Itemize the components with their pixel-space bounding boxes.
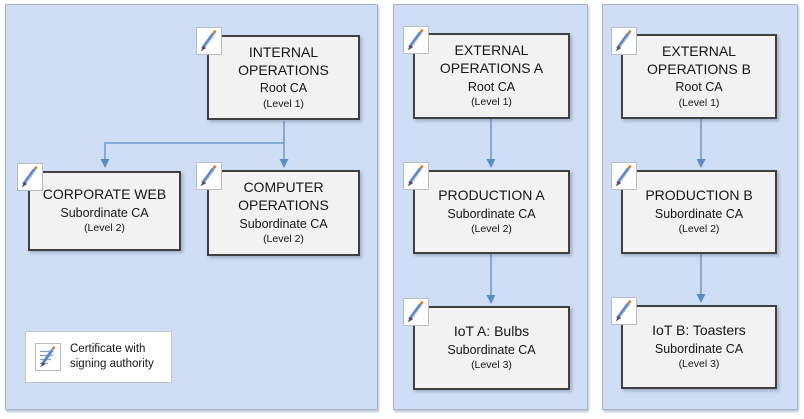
signing-pen-icon bbox=[611, 162, 637, 190]
signing-pen-icon bbox=[196, 27, 222, 55]
certificate-signing-icon bbox=[35, 343, 61, 371]
box-subtitle: Subordinate CA bbox=[239, 216, 328, 231]
signing-pen-icon bbox=[403, 298, 429, 326]
signing-pen-icon bbox=[611, 297, 637, 325]
box-level: (Level 1) bbox=[471, 96, 512, 109]
box-external-operations-b-root-ca: EXTERNAL OPERATIONS B Root CA (Level 1) bbox=[621, 34, 777, 119]
box-subtitle: Root CA bbox=[675, 80, 723, 95]
box-level: (Level 2) bbox=[263, 233, 304, 246]
box-level: (Level 3) bbox=[678, 358, 720, 371]
box-title: IoT B: Toasters bbox=[652, 322, 746, 339]
box-level: (Level 1) bbox=[678, 96, 720, 109]
box-level: (Level 2) bbox=[84, 222, 125, 235]
box-title: PRODUCTION B bbox=[645, 187, 753, 204]
box-title: EXTERNAL OPERATIONS B bbox=[647, 42, 751, 77]
legend-label: Certificate with signing authority bbox=[70, 343, 154, 370]
signing-pen-icon bbox=[611, 27, 637, 55]
box-level: (Level 2) bbox=[678, 223, 720, 236]
box-subtitle: Root CA bbox=[467, 79, 516, 94]
box-iot-b-toasters-ca: IoT B: Toasters Subordinate CA (Level 3) bbox=[621, 305, 777, 389]
box-level: (Level 3) bbox=[471, 359, 512, 372]
box-level: (Level 2) bbox=[471, 223, 512, 236]
box-title: EXTERNAL OPERATIONS A bbox=[439, 42, 544, 77]
box-subtitle: Subordinate CA bbox=[447, 343, 536, 357]
box-level: (Level 1) bbox=[263, 97, 304, 110]
box-title: PRODUCTION A bbox=[438, 187, 545, 204]
box-subtitle: Subordinate CA bbox=[654, 342, 744, 356]
box-internal-operations-root-ca: INTERNAL OPERATIONS Root CA (Level 1) bbox=[207, 35, 360, 120]
box-subtitle: Root CA bbox=[259, 81, 308, 96]
signing-pen-icon bbox=[403, 162, 429, 190]
box-computer-operations-ca: COMPUTER OPERATIONS Subordinate CA (Leve… bbox=[207, 170, 360, 256]
box-external-operations-a-root-ca: EXTERNAL OPERATIONS A Root CA (Level 1) bbox=[413, 33, 570, 119]
box-title: INTERNAL OPERATIONS bbox=[238, 43, 329, 78]
box-subtitle: Subordinate CA bbox=[654, 207, 744, 221]
box-production-a-ca: PRODUCTION A Subordinate CA (Level 2) bbox=[413, 170, 570, 254]
box-iot-a-bulbs-ca: IoT A: Bulbs Subordinate CA (Level 3) bbox=[413, 306, 570, 390]
signing-pen-icon bbox=[196, 162, 222, 190]
box-title: COMPUTER OPERATIONS bbox=[238, 179, 329, 214]
box-subtitle: Subordinate CA bbox=[60, 206, 149, 220]
box-subtitle: Subordinate CA bbox=[447, 207, 536, 221]
box-title: IoT A: Bulbs bbox=[453, 323, 530, 340]
signing-pen-icon bbox=[403, 26, 429, 54]
box-production-b-ca: PRODUCTION B Subordinate CA (Level 2) bbox=[621, 170, 777, 254]
box-corporate-web-ca: CORPORATE WEB Subordinate CA (Level 2) bbox=[28, 171, 181, 251]
signing-pen-icon bbox=[17, 163, 43, 191]
box-title: CORPORATE WEB bbox=[42, 186, 167, 203]
legend: Certificate with signing authority bbox=[25, 331, 172, 383]
